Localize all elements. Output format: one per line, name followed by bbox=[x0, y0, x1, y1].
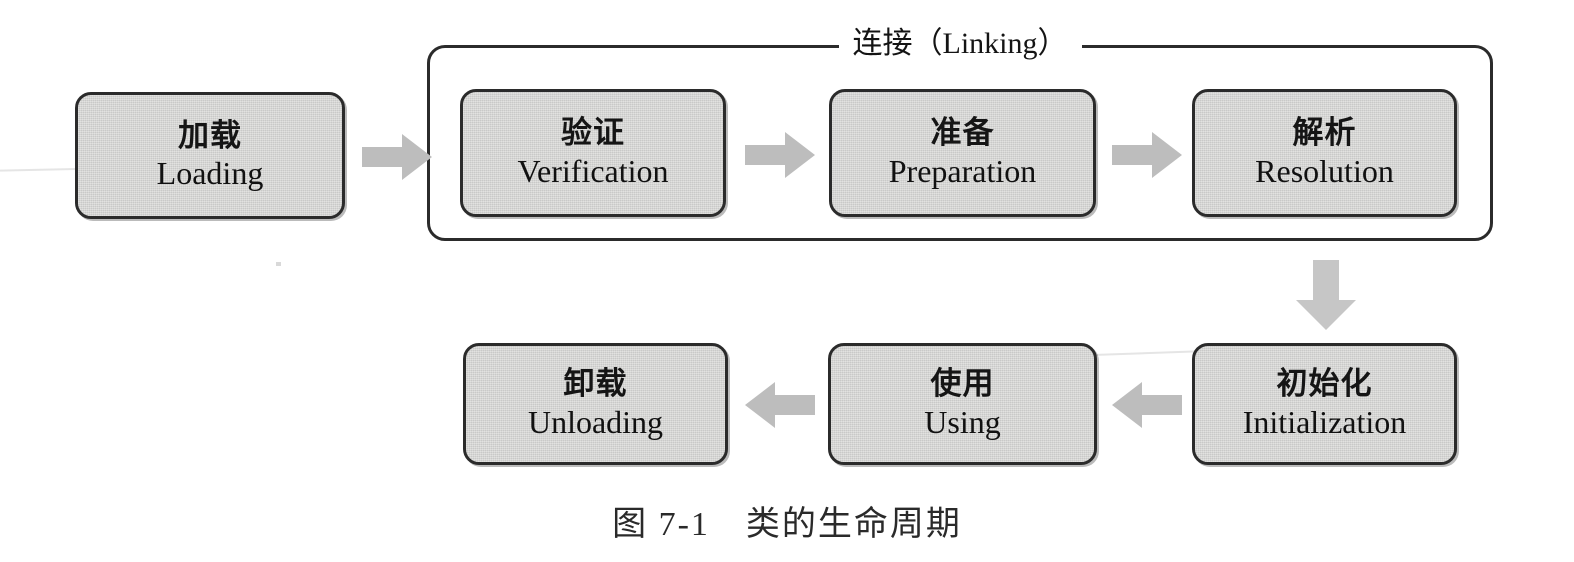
stage-label-cn: 准备 bbox=[930, 115, 995, 151]
stage-label-cn: 使用 bbox=[930, 366, 995, 402]
stage-label-cn: 验证 bbox=[561, 115, 625, 151]
stage-box-preparation[interactable]: 准备 Preparation bbox=[829, 89, 1096, 217]
figure-caption: 图 7-1 类的生命周期 bbox=[612, 506, 962, 543]
stage-label-en: Initialization bbox=[1242, 403, 1407, 440]
stage-label-en: Using bbox=[924, 403, 1001, 440]
stage-box-unloading[interactable]: 卸载 Unloading bbox=[463, 343, 728, 465]
arrow-initialization-to-using bbox=[1112, 382, 1182, 428]
stage-box-using[interactable]: 使用 Using bbox=[828, 343, 1097, 465]
scan-artifact bbox=[276, 262, 281, 266]
stage-box-initialization[interactable]: 初始化 Initialization bbox=[1192, 343, 1457, 465]
linking-group-label: 连接（Linking） bbox=[838, 29, 1082, 59]
stage-label-en: Resolution bbox=[1255, 152, 1394, 189]
arrow-loading-to-verification bbox=[362, 134, 432, 180]
arrow-verification-to-preparation bbox=[745, 132, 815, 178]
stage-label-en: Preparation bbox=[888, 152, 1037, 189]
stage-label-en: Verification bbox=[517, 152, 669, 189]
arrow-resolution-to-initialization bbox=[1296, 260, 1356, 330]
stage-label-cn: 初始化 bbox=[1276, 366, 1373, 402]
stage-box-loading[interactable]: 加载 Loading bbox=[75, 92, 345, 219]
arrow-using-to-unloading bbox=[745, 382, 815, 428]
stage-label-en: Loading bbox=[156, 155, 264, 192]
arrow-preparation-to-resolution bbox=[1112, 132, 1182, 178]
stage-box-verification[interactable]: 验证 Verification bbox=[460, 89, 726, 217]
stage-label-cn: 卸载 bbox=[563, 366, 628, 402]
stage-label-en: Unloading bbox=[527, 403, 664, 440]
stage-box-resolution[interactable]: 解析 Resolution bbox=[1192, 89, 1457, 217]
stage-label-cn: 加载 bbox=[178, 117, 242, 153]
stage-label-cn: 解析 bbox=[1292, 115, 1357, 151]
